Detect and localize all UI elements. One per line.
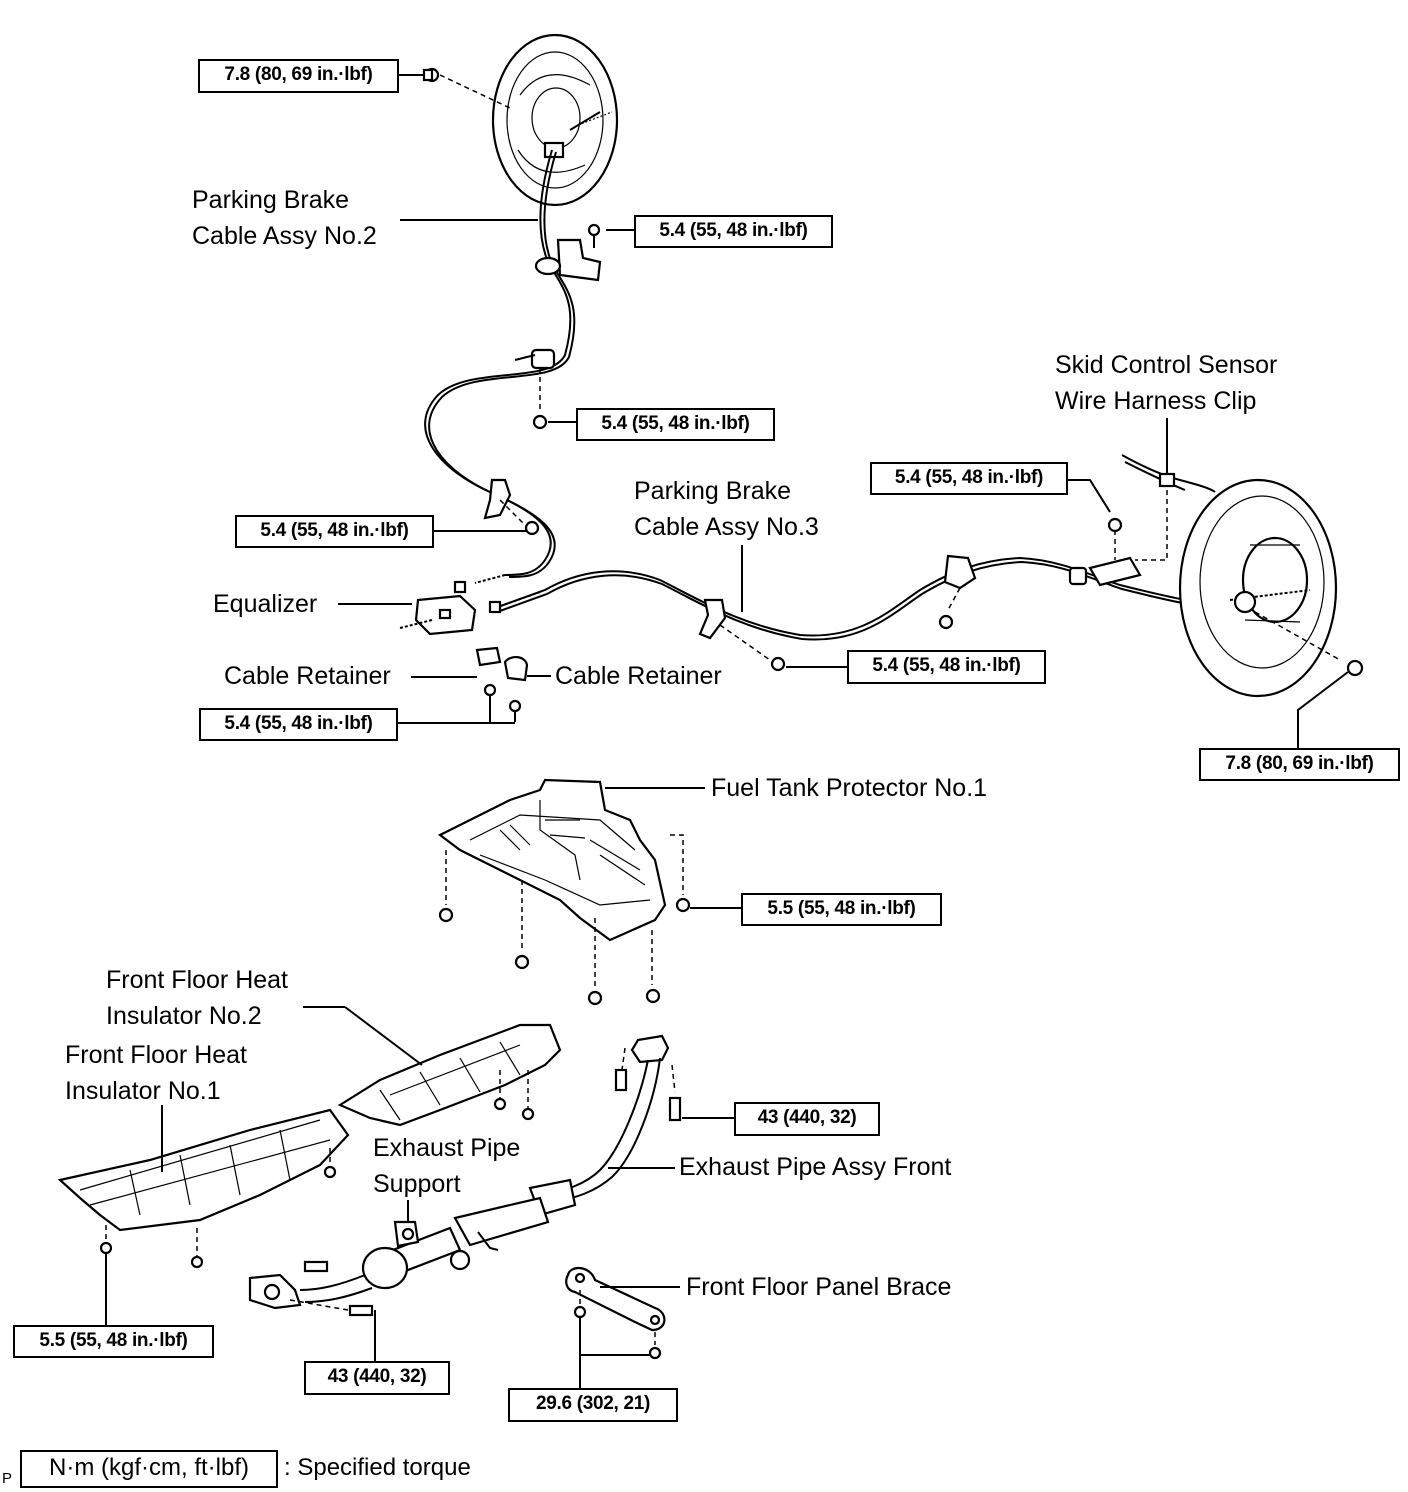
- bolt-icon: [648, 1346, 662, 1360]
- cable-grommet: [514, 348, 556, 370]
- bolt-icon: [508, 699, 522, 722]
- fuel-tank-protector: [437, 778, 667, 942]
- bolt-icon: [587, 990, 603, 1006]
- torque-box: 5.4 (55, 48 in.·lbf): [199, 708, 398, 741]
- stud-bolt-icon: [668, 1096, 682, 1122]
- cable-bracket: [534, 238, 602, 282]
- bolt-icon: [524, 520, 540, 536]
- label-parking-brake-cable-no2: Parking Brake Cable Assy No.2: [192, 186, 377, 250]
- bolt-icon: [323, 1165, 337, 1179]
- cable-bracket: [943, 554, 977, 590]
- bolt-icon: [573, 1305, 587, 1319]
- legend-torque-unit-box: N·m (kgf·cm, ft·lbf): [20, 1450, 278, 1488]
- label-equalizer: Equalizer: [213, 590, 318, 618]
- bolt-icon: [190, 1255, 204, 1269]
- stud-bolt-icon: [303, 1260, 329, 1273]
- bolt-icon: [1346, 659, 1364, 677]
- right-brake-backing-plate: [1178, 478, 1338, 698]
- exhaust-pipe-assy-front: [248, 1034, 670, 1310]
- torque-box: 29.6 (302, 21): [508, 1388, 678, 1422]
- bolt-icon: [99, 1241, 113, 1255]
- front-floor-heat-insulator-no1: [57, 1108, 350, 1232]
- torque-box: 5.4 (55, 48 in.·lbf): [870, 462, 1068, 495]
- label-exhaust-pipe-support: Exhaust Pipe Support: [373, 1134, 521, 1198]
- label-front-floor-panel-brace: Front Floor Panel Brace: [686, 1273, 952, 1301]
- bolt-icon: [483, 683, 497, 710]
- bolt-icon: [587, 223, 601, 248]
- bolt-icon: [422, 67, 440, 83]
- bolt-icon: [493, 1097, 507, 1111]
- bolt-icon: [675, 897, 691, 913]
- label-parking-brake-cable-no3: Parking Brake Cable Assy No.3: [634, 477, 819, 541]
- cable-bracket: [483, 478, 512, 520]
- torque-box: 43 (440, 32): [304, 1361, 450, 1395]
- front-floor-heat-insulator-no2: [337, 1023, 562, 1127]
- torque-box: 5.4 (55, 48 in.·lbf): [847, 650, 1046, 684]
- exhaust-pipe-support: [393, 1220, 420, 1248]
- torque-box: 5.4 (55, 48 in.·lbf): [235, 515, 434, 548]
- label-cable-retainer-left: Cable Retainer: [224, 662, 391, 690]
- legend-caption: : Specified torque: [284, 1454, 471, 1481]
- bolt-icon: [645, 988, 661, 1004]
- stud-bolt-icon: [614, 1068, 628, 1092]
- cable-grommet: [1068, 556, 1142, 587]
- label-cable-retainer-right: Cable Retainer: [555, 662, 722, 690]
- cable-retainer: [475, 646, 502, 667]
- torque-box: 5.4 (55, 48 in.·lbf): [634, 215, 833, 248]
- reference-mark: P: [2, 1470, 13, 1487]
- cable-retainer: [503, 656, 529, 682]
- label-exhaust-pipe-assy-front: Exhaust Pipe Assy Front: [679, 1153, 952, 1181]
- left-brake-backing-plate: [491, 33, 619, 207]
- bolt-icon: [532, 414, 548, 430]
- cable-bracket: [698, 598, 727, 640]
- front-floor-panel-brace: [565, 1267, 666, 1332]
- bolt-icon: [521, 1107, 535, 1121]
- torque-box: 7.8 (80, 69 in.·lbf): [1199, 748, 1400, 781]
- torque-box: 5.5 (55, 48 in.·lbf): [741, 893, 942, 926]
- torque-box: 5.4 (55, 48 in.·lbf): [576, 408, 775, 441]
- equalizer: [399, 594, 477, 636]
- torque-box: 43 (440, 32): [734, 1102, 880, 1136]
- bolt-icon: [514, 954, 530, 970]
- label-front-floor-heat-insulator-no2: Front Floor Heat Insulator No.2: [106, 966, 289, 1030]
- label-skid-control-sensor-clip: Skid Control Sensor Wire Harness Clip: [1055, 351, 1278, 415]
- bolt-icon: [438, 907, 454, 923]
- torque-box: 5.5 (55, 48 in.·lbf): [13, 1325, 214, 1358]
- label-front-floor-heat-insulator-no1: Front Floor Heat Insulator No.1: [65, 1041, 248, 1105]
- bolt-icon: [1107, 517, 1123, 533]
- bolt-icon: [770, 656, 786, 672]
- label-fuel-tank-protector: Fuel Tank Protector No.1: [711, 774, 988, 802]
- bolt-icon: [938, 614, 954, 630]
- stud-bolt-icon: [348, 1304, 374, 1317]
- torque-box: 7.8 (80, 69 in.·lbf): [198, 59, 399, 93]
